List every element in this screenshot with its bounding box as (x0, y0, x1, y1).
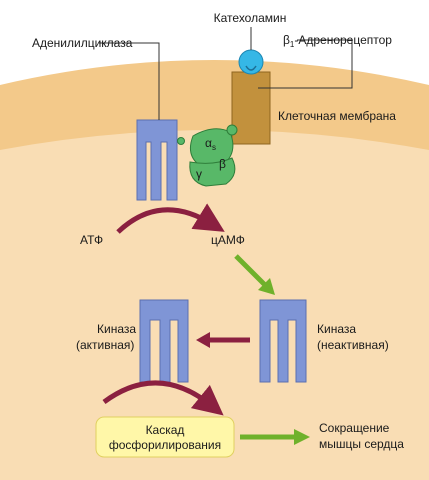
adenylyl-cyclase-label: Аденилилциклаза (32, 36, 133, 50)
camp-to-kinase-arrowhead (258, 278, 275, 295)
cytoplasm (0, 130, 429, 480)
beta1-adrenergic-receptor (231, 71, 271, 145)
phosphorylation-cascade-box (95, 416, 235, 458)
gamma-subunit-label: γ (196, 167, 202, 181)
alpha-s-label: αs (205, 136, 216, 152)
cascade-label-line1: Каскад (146, 423, 185, 437)
kinase-activation-arrowhead (196, 332, 210, 348)
atp-to-camp-arrow (116, 203, 225, 234)
atp-label: АТФ (80, 233, 103, 247)
catecholamine-ligand (238, 49, 264, 75)
kinase-inactive-label-line2: (неактивная) (317, 338, 389, 352)
kinase-active (139, 299, 189, 383)
kinase-active-label-line2: (активная) (76, 338, 134, 352)
kinase-inactive (259, 299, 307, 383)
adenylyl-cyclase (136, 119, 178, 201)
kinase-to-cascade-arrow (102, 380, 224, 416)
camp-to-kinase-arrow (234, 254, 267, 287)
camp-label: цАМФ (211, 233, 245, 247)
beta-subunit-label: β (219, 157, 226, 171)
catecholamine-label: Катехоламин (214, 11, 287, 25)
kinase-inactive-label-line1: Киназа (317, 322, 356, 336)
receptor-leader (258, 39, 353, 89)
kinase-active-label-line1: Киназа (97, 322, 136, 336)
adenylyl-cyclase-leader (99, 42, 160, 120)
receptor-label: β1-Адренорецептор (283, 33, 392, 49)
g-protein (177, 124, 238, 187)
cascade-to-contraction-arrowhead (294, 429, 310, 445)
contraction-label-line1: Сокращение (319, 421, 390, 435)
cascade-label-line2: фосфорилирования (109, 438, 221, 452)
contraction-label-line2: мышцы сердца (319, 437, 404, 451)
cell-membrane-label: Клеточная мембрана (278, 109, 396, 123)
